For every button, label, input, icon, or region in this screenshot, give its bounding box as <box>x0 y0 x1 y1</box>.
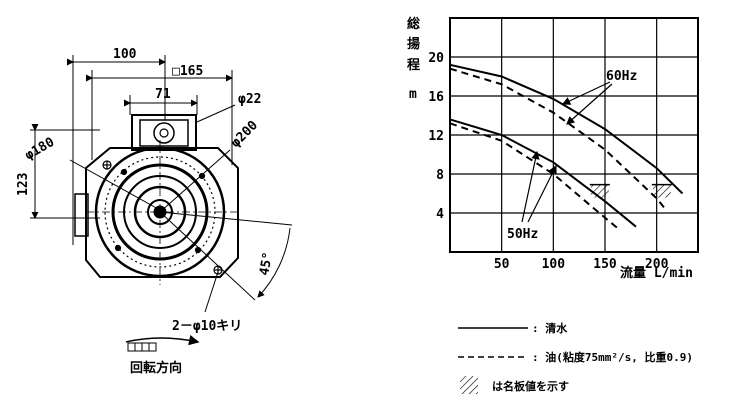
legend-solid-label: : 清水 <box>532 321 568 335</box>
x-tick-label: 200 <box>645 257 669 272</box>
x-tick-label: 50 <box>494 257 510 272</box>
rated-marks <box>589 183 672 198</box>
annotation-60hz-label: 60Hz <box>606 69 637 84</box>
dim-flange-square: □165 <box>172 64 203 79</box>
series-line-50hz-dashed <box>449 122 622 232</box>
legend-hatch-label: は名板値を示す <box>492 379 569 393</box>
annotation-50hz-label: 50Hz <box>507 227 538 242</box>
x-tick-labels: 50 100 150 200 <box>494 257 669 272</box>
dim-width: 100 <box>113 47 137 62</box>
pump-body <box>74 140 239 285</box>
y-axis-label-2: 揚 <box>407 36 420 52</box>
dim-angle: 45° <box>257 251 276 277</box>
y-tick-labels: 4 8 12 16 20 <box>428 51 444 222</box>
rotation-label: 回転方向 <box>130 360 182 376</box>
bolt-holes <box>102 160 223 275</box>
annotation-50hz: 50Hz <box>507 150 557 242</box>
chart-legend: : 清水 : 油(粘度75mm²/s, 比重0.9) は名板値を示す <box>458 321 693 394</box>
rated-mark-hatch <box>652 184 671 198</box>
pump-drawing: 100 □165 71 φ22 φ180 φ200 123 45° 2－φ10キ… <box>16 47 293 376</box>
y-tick-label: 12 <box>428 129 444 144</box>
series-line-50hz-solid <box>449 118 637 228</box>
y-axis-title: 総 揚 程 m <box>407 16 420 102</box>
dim-flange-offset: 71 <box>155 87 171 102</box>
dim-phi-180: φ180 <box>23 135 58 164</box>
dim-phi-200: φ200 <box>228 118 261 151</box>
x-tick-label: 100 <box>542 257 566 272</box>
x-axis-label: 流量 L/min <box>620 265 693 281</box>
dim-height: 123 <box>16 173 31 196</box>
rotation-arrow-icon <box>125 335 200 352</box>
x-tick-label: 150 <box>593 257 617 272</box>
y-axis-label-1: 総 <box>407 16 420 32</box>
annotation-60hz: 60Hz <box>561 69 637 125</box>
dim-holes: 2－φ10キリ <box>172 319 242 334</box>
y-tick-label: 4 <box>436 207 444 222</box>
rated-mark-hatch <box>590 184 609 198</box>
legend-dashed-label: : 油(粘度75mm²/s, 比重0.9) <box>532 350 693 364</box>
y-axis-label-3: 程 <box>407 58 420 73</box>
y-tick-label: 8 <box>436 168 444 183</box>
y-tick-label: 16 <box>428 90 444 105</box>
series-line-60hz-dashed <box>449 67 668 212</box>
chart-grid <box>449 17 699 253</box>
discharge-flange <box>131 114 197 151</box>
y-axis-unit: m <box>409 87 417 102</box>
dim-phi-pipe: φ22 <box>238 92 261 107</box>
y-tick-label: 20 <box>428 51 444 66</box>
legend-hatch-swatch <box>460 376 478 394</box>
chart-series <box>449 63 684 232</box>
performance-chart: 総 揚 程 m 4 8 12 16 20 50 100 150 200 流量 L/min 60… <box>407 16 699 281</box>
